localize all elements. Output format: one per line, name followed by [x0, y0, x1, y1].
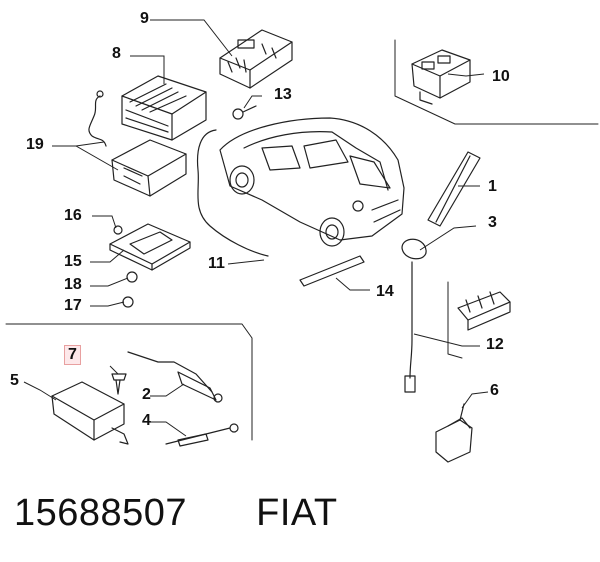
callout-11: 11: [208, 255, 225, 272]
part-9-bracket: [219, 29, 293, 89]
part-5-unit: [51, 381, 129, 445]
callout-16: 16: [64, 207, 82, 224]
callout-13: 13: [274, 86, 292, 103]
part-16-nut: [113, 225, 123, 235]
part-14-strip: [299, 255, 365, 287]
part-18-nut: [126, 271, 138, 283]
part-number: 15688507: [14, 492, 188, 534]
brand-name: FIAT: [256, 492, 338, 534]
callout-6: 6: [490, 382, 499, 399]
part-8-control-unit: [121, 75, 207, 141]
callout-3: 3: [488, 214, 497, 231]
callout-18: 18: [64, 276, 82, 293]
parts-diagram: [5, 19, 599, 463]
part-1-antenna: [427, 151, 481, 227]
part-11-harness: [196, 129, 269, 257]
part-6-holder: [435, 403, 473, 463]
part-3-antenna-base: [401, 238, 427, 393]
callout-4: 4: [142, 412, 151, 429]
car-outline: [219, 117, 405, 247]
callout-9: 9: [140, 10, 149, 27]
part-12-clips: [447, 281, 511, 359]
part-19-module: [88, 90, 187, 197]
callout-19: 19: [26, 136, 44, 153]
callout-7: 7: [64, 345, 81, 365]
callout-5: 5: [10, 372, 19, 389]
callout-8: 8: [112, 45, 121, 62]
callout-2: 2: [142, 386, 151, 403]
callout-17: 17: [64, 297, 82, 314]
part-15-plate: [109, 223, 191, 271]
part-10-switch: [411, 49, 471, 105]
callout-10: 10: [492, 68, 510, 85]
part-4-cable: [165, 423, 239, 447]
callout-14: 14: [376, 283, 394, 300]
part-13-screw: [232, 105, 257, 120]
callout-12: 12: [486, 336, 504, 353]
part-17-nut: [122, 296, 134, 308]
callout-1: 1: [488, 178, 497, 195]
callout-15: 15: [64, 253, 82, 270]
footer-caption: 15688507 FIAT: [14, 492, 338, 535]
part-7-screw: [111, 373, 127, 395]
part-2-lead: [127, 351, 223, 403]
